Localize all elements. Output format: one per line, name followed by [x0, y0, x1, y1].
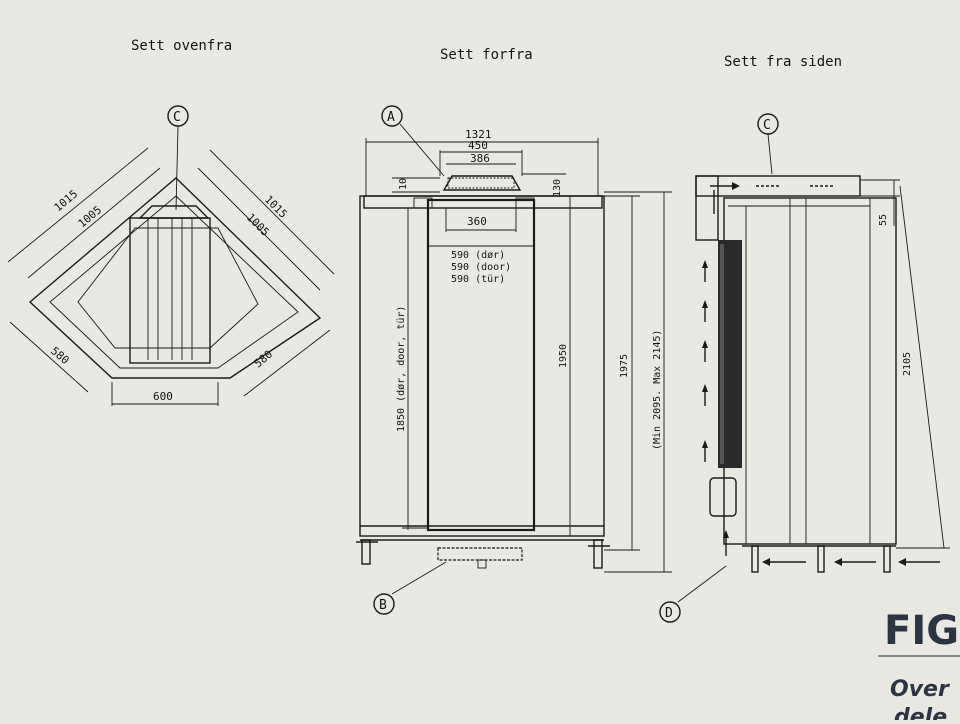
side-foot-3: [883, 545, 891, 573]
dim-1975: 1975: [619, 354, 630, 378]
dim-450: 450: [468, 139, 488, 152]
dim-line-580-right: [243, 329, 331, 397]
vent-a-top: [442, 175, 522, 191]
callout-b-label: B: [379, 598, 387, 613]
side-view: Sett fra siden C: [659, 54, 950, 623]
dim-130: 130: [552, 179, 563, 197]
callout-d-circle: [659, 601, 681, 623]
door-width-de: 590 (tür): [451, 274, 505, 285]
dim-600: 600: [153, 390, 173, 403]
callout-c-side-label: C: [763, 118, 771, 133]
cabin-front-body: [359, 195, 605, 537]
dim-1015-left: 1015: [52, 187, 81, 214]
page-heading-fragment: FIG Over dele: [878, 608, 960, 724]
top-view-title: Sett ovenfra: [131, 38, 232, 54]
dim-line-580-left: [9, 321, 89, 393]
dim-1321: 1321: [465, 128, 492, 141]
dim-2105: 2105: [902, 352, 913, 376]
door-width-no: 590 (dør): [451, 250, 505, 261]
side-foot-1: [751, 545, 759, 573]
dim-line-1015-left: [7, 147, 149, 263]
heater-box: [129, 217, 211, 364]
side-view-title: Sett fra siden: [724, 54, 842, 70]
dim-360: 360: [467, 215, 487, 228]
dim-line-1005-right: [197, 167, 321, 291]
callout-d-label: D: [665, 606, 673, 621]
heater-unit: [709, 477, 737, 517]
cabin-roof: [363, 195, 603, 209]
cabin-inner-outline: [49, 195, 299, 369]
heading-line-1: Over: [890, 677, 950, 702]
dim-55: 55: [878, 214, 889, 226]
callout-a-circle: [381, 105, 403, 127]
callout-b-leader: [391, 561, 447, 595]
side-foot-2: [817, 545, 825, 573]
cabin-outer-outline: [28, 177, 322, 379]
dim-1950: 1950: [558, 344, 569, 368]
foot-left: [361, 539, 371, 565]
callout-a-label: A: [387, 110, 395, 125]
top-view: Sett ovenfra C 1015 1005 1015 1005 580 5…: [7, 38, 335, 406]
front-view: Sett forfra A 1321 450 386 10 130: [356, 47, 672, 615]
callout-c-top-label: C: [173, 110, 181, 125]
dim-1005-right: 1005: [244, 211, 272, 239]
vent-b-bottom: [437, 547, 523, 561]
callout-a-leader: [399, 123, 445, 177]
air-duct-vertical: [695, 175, 719, 241]
heater-top-cap: [138, 205, 210, 219]
foot-right: [593, 539, 603, 569]
dim-386: 386: [470, 152, 490, 165]
airflow-arrows: [702, 260, 940, 566]
callout-b-circle: [373, 593, 395, 615]
front-view-title: Sett forfra: [440, 47, 533, 63]
dim-line-1015-right: [209, 149, 335, 275]
dim-580-left: 580: [48, 344, 72, 367]
heading-line-2: dele: [894, 705, 947, 720]
door-frame: [426, 198, 536, 532]
door-width-en: 590 (door): [451, 262, 511, 273]
figure-heading: FIG: [884, 608, 959, 654]
dim-min-max: (Min 2095. Max 2145): [652, 330, 663, 450]
dim-1850: 1850 (dør, door, tür): [396, 306, 407, 432]
dim-10: 10: [398, 178, 409, 190]
callout-c-side-leader: [767, 133, 773, 175]
callout-d-leader: [677, 565, 727, 603]
bench-outline: [77, 227, 259, 349]
dim-line-1005-left: [27, 167, 161, 279]
dim-1015-right: 1015: [262, 193, 290, 221]
dim-line-2105: [899, 185, 945, 549]
